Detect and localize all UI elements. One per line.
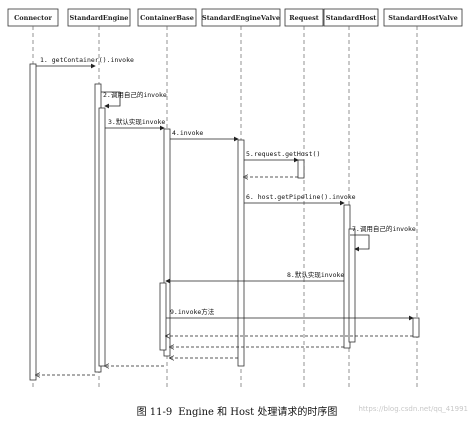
participant-label: StandardEngineValve [202,14,280,22]
message-label: 9.invoke方法 [170,307,215,316]
participant-valve: StandardEngineValve [201,8,281,27]
message-label: 8.默认实现invoke [287,270,344,279]
message-label: 3.默认实现invoke [108,117,165,126]
message-arrow [350,234,370,252]
activation-valve [237,139,245,367]
participant-label: Connector [14,14,52,22]
participant-label: StandardHostValve [388,14,458,22]
figure-caption: 图 11-9 Engine 和 Host 处理请求的时序图 [0,403,474,418]
message-label: 5.request.getHost() [246,150,320,158]
participant-label: StandardHost [326,14,377,22]
participant-hostvalve: StandardHostValve [383,8,463,27]
message-label: 6. host.getPipeline().invoke [246,193,356,201]
message-label: 7.调用自己的invoke [352,224,416,233]
participant-engine: StandardEngine [67,8,131,27]
participant-label: StandardEngine [70,14,129,22]
activation-hostvalve [412,317,420,338]
activation-engine-self [98,107,106,367]
message-arrow [101,91,121,109]
participant-label: Request [289,14,319,22]
participant-host: StandardHost [323,8,379,27]
message-label: 4.invoke [172,129,203,137]
participant-base: ContainerBase [137,8,197,27]
participant-connector: Connector [7,8,59,27]
activation-host-self [348,228,356,343]
message-label: 2.调用自己的invoke [103,90,167,99]
participant-label: ContainerBase [140,14,194,22]
figure-number: 图 11-9 [136,407,173,418]
caption-text: Engine 和 Host 处理请求的时序图 [178,407,338,418]
message-label: 1. getContainer().invoke [40,56,134,64]
participant-request: Request [284,8,324,27]
activation-connector [29,63,37,381]
activation-base-2 [159,282,167,351]
activation-base [163,128,171,357]
activation-request [297,159,305,179]
lifelines [32,26,418,388]
watermark: https://blog.csdn.net/qq_41991 [358,405,468,413]
